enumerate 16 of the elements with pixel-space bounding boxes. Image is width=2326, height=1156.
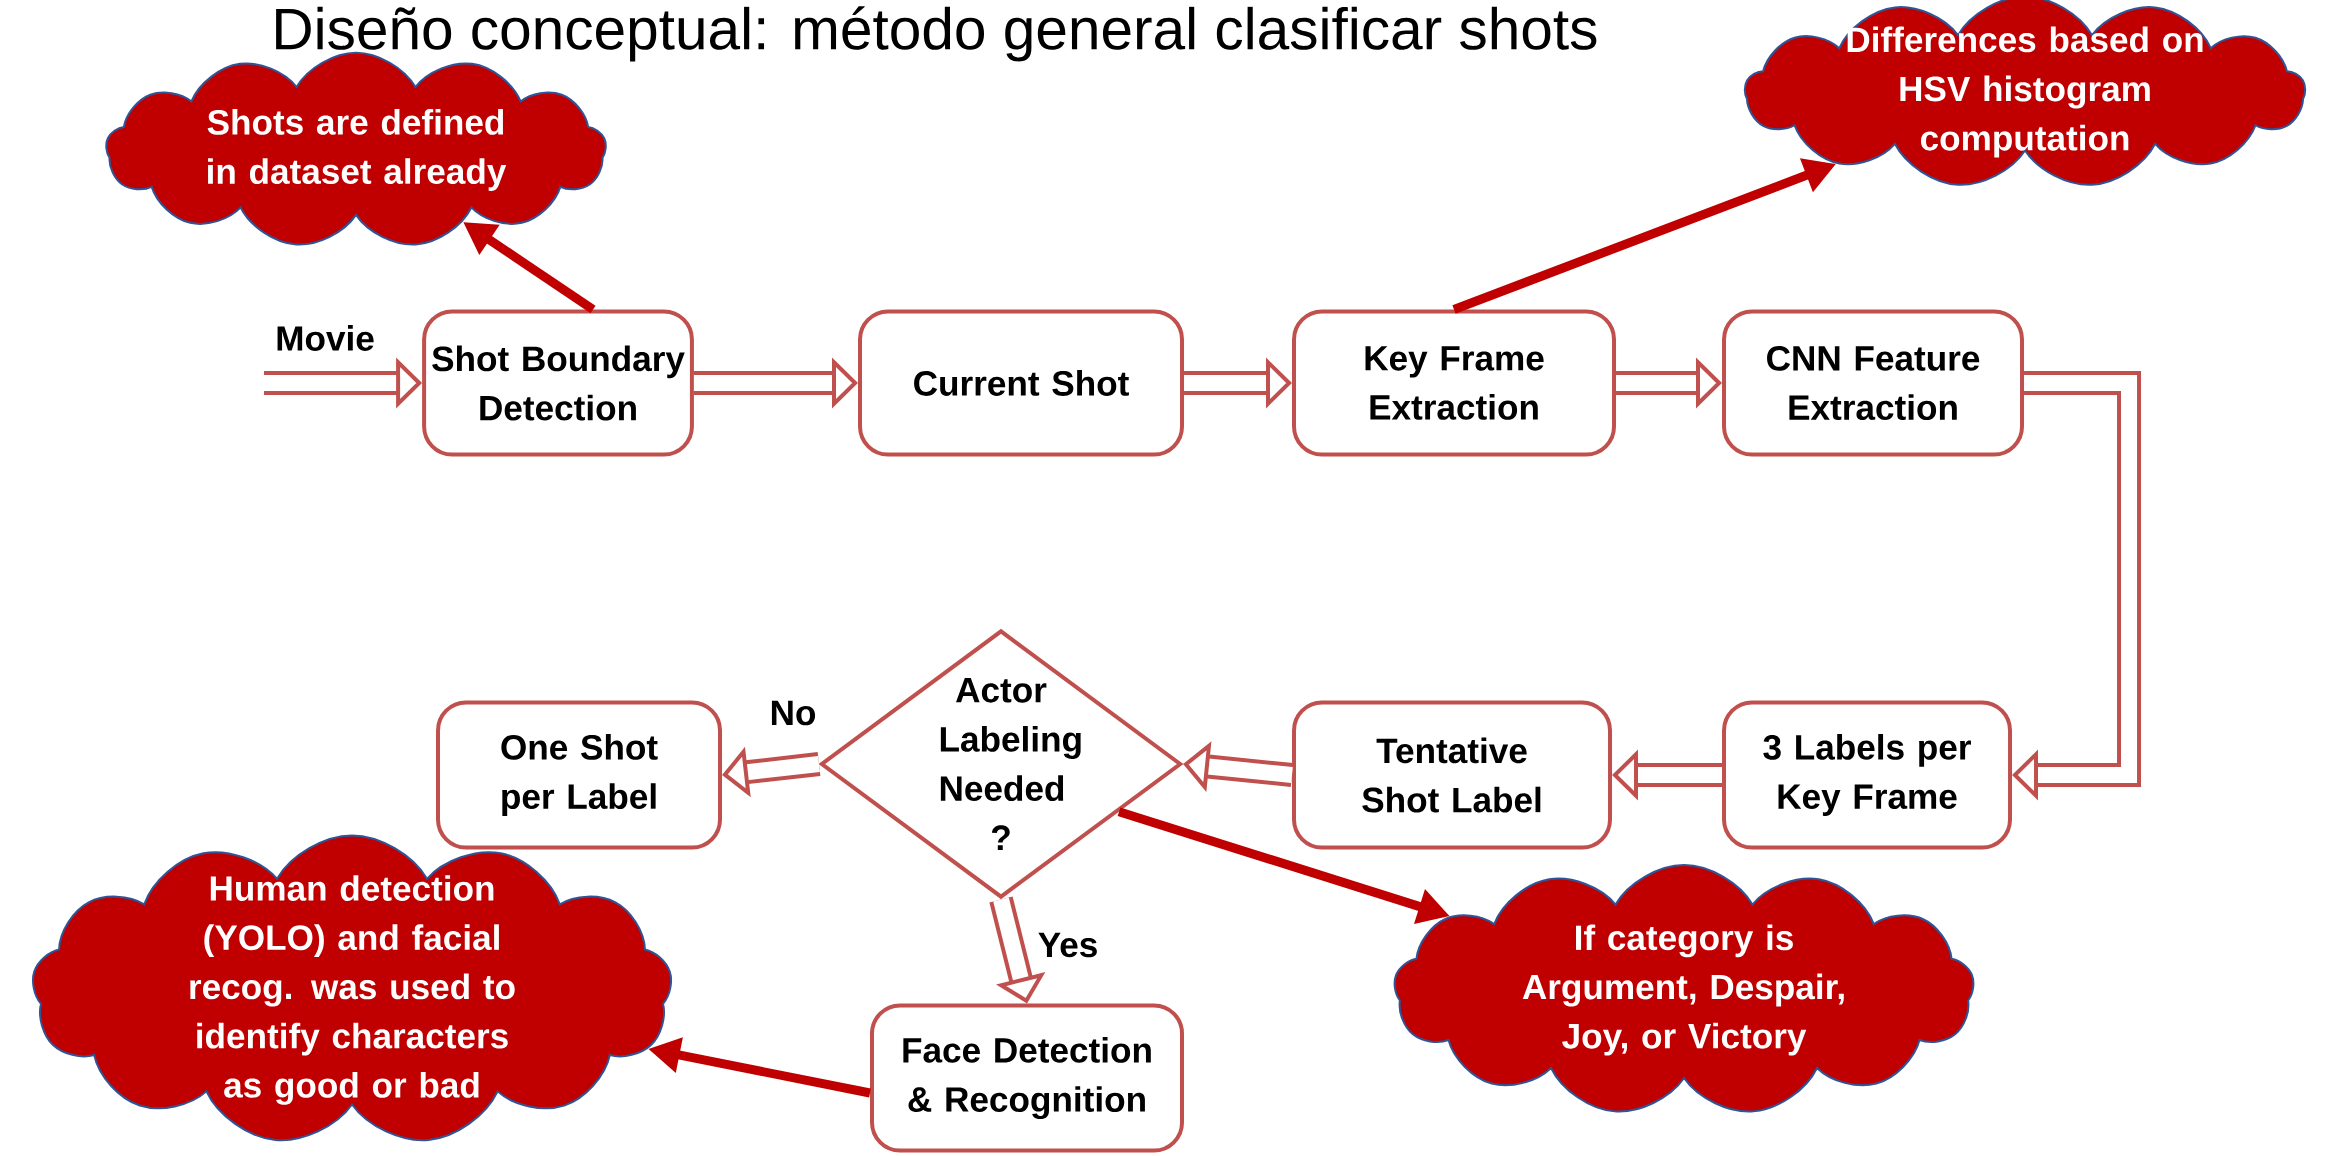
process-box: Tentative Shot Label	[1292, 700, 1612, 850]
edge-label: No	[771, 700, 816, 726]
process-box: 3 Labels per Key Frame	[1722, 700, 2012, 850]
process-box: Face Detection & Recognition	[870, 1003, 1184, 1153]
callout-cloud: Shots are defined in dataset already	[105, 51, 607, 246]
edge-label: Movie	[277, 325, 374, 351]
callout-cloud: Differences based on HSV histogram computation	[1743, 0, 2307, 186]
edge-label: Yes	[1038, 932, 1097, 958]
block-arrow	[2012, 371, 2142, 801]
process-box: CNN Feature Extraction	[1722, 309, 2024, 457]
callout-cloud: Human detection (YOLO) and facial recog. was used to identify characters as good or bad	[32, 834, 673, 1142]
process-box: Key Frame Extraction	[1292, 309, 1616, 457]
callout-cloud: If category is Argument, Despair, Joy, or Victory	[1393, 864, 1975, 1113]
process-box: Current Shot	[858, 309, 1184, 457]
process-box: Shot Boundary Detection	[422, 309, 694, 457]
process-box: One Shot per Label	[436, 700, 722, 850]
